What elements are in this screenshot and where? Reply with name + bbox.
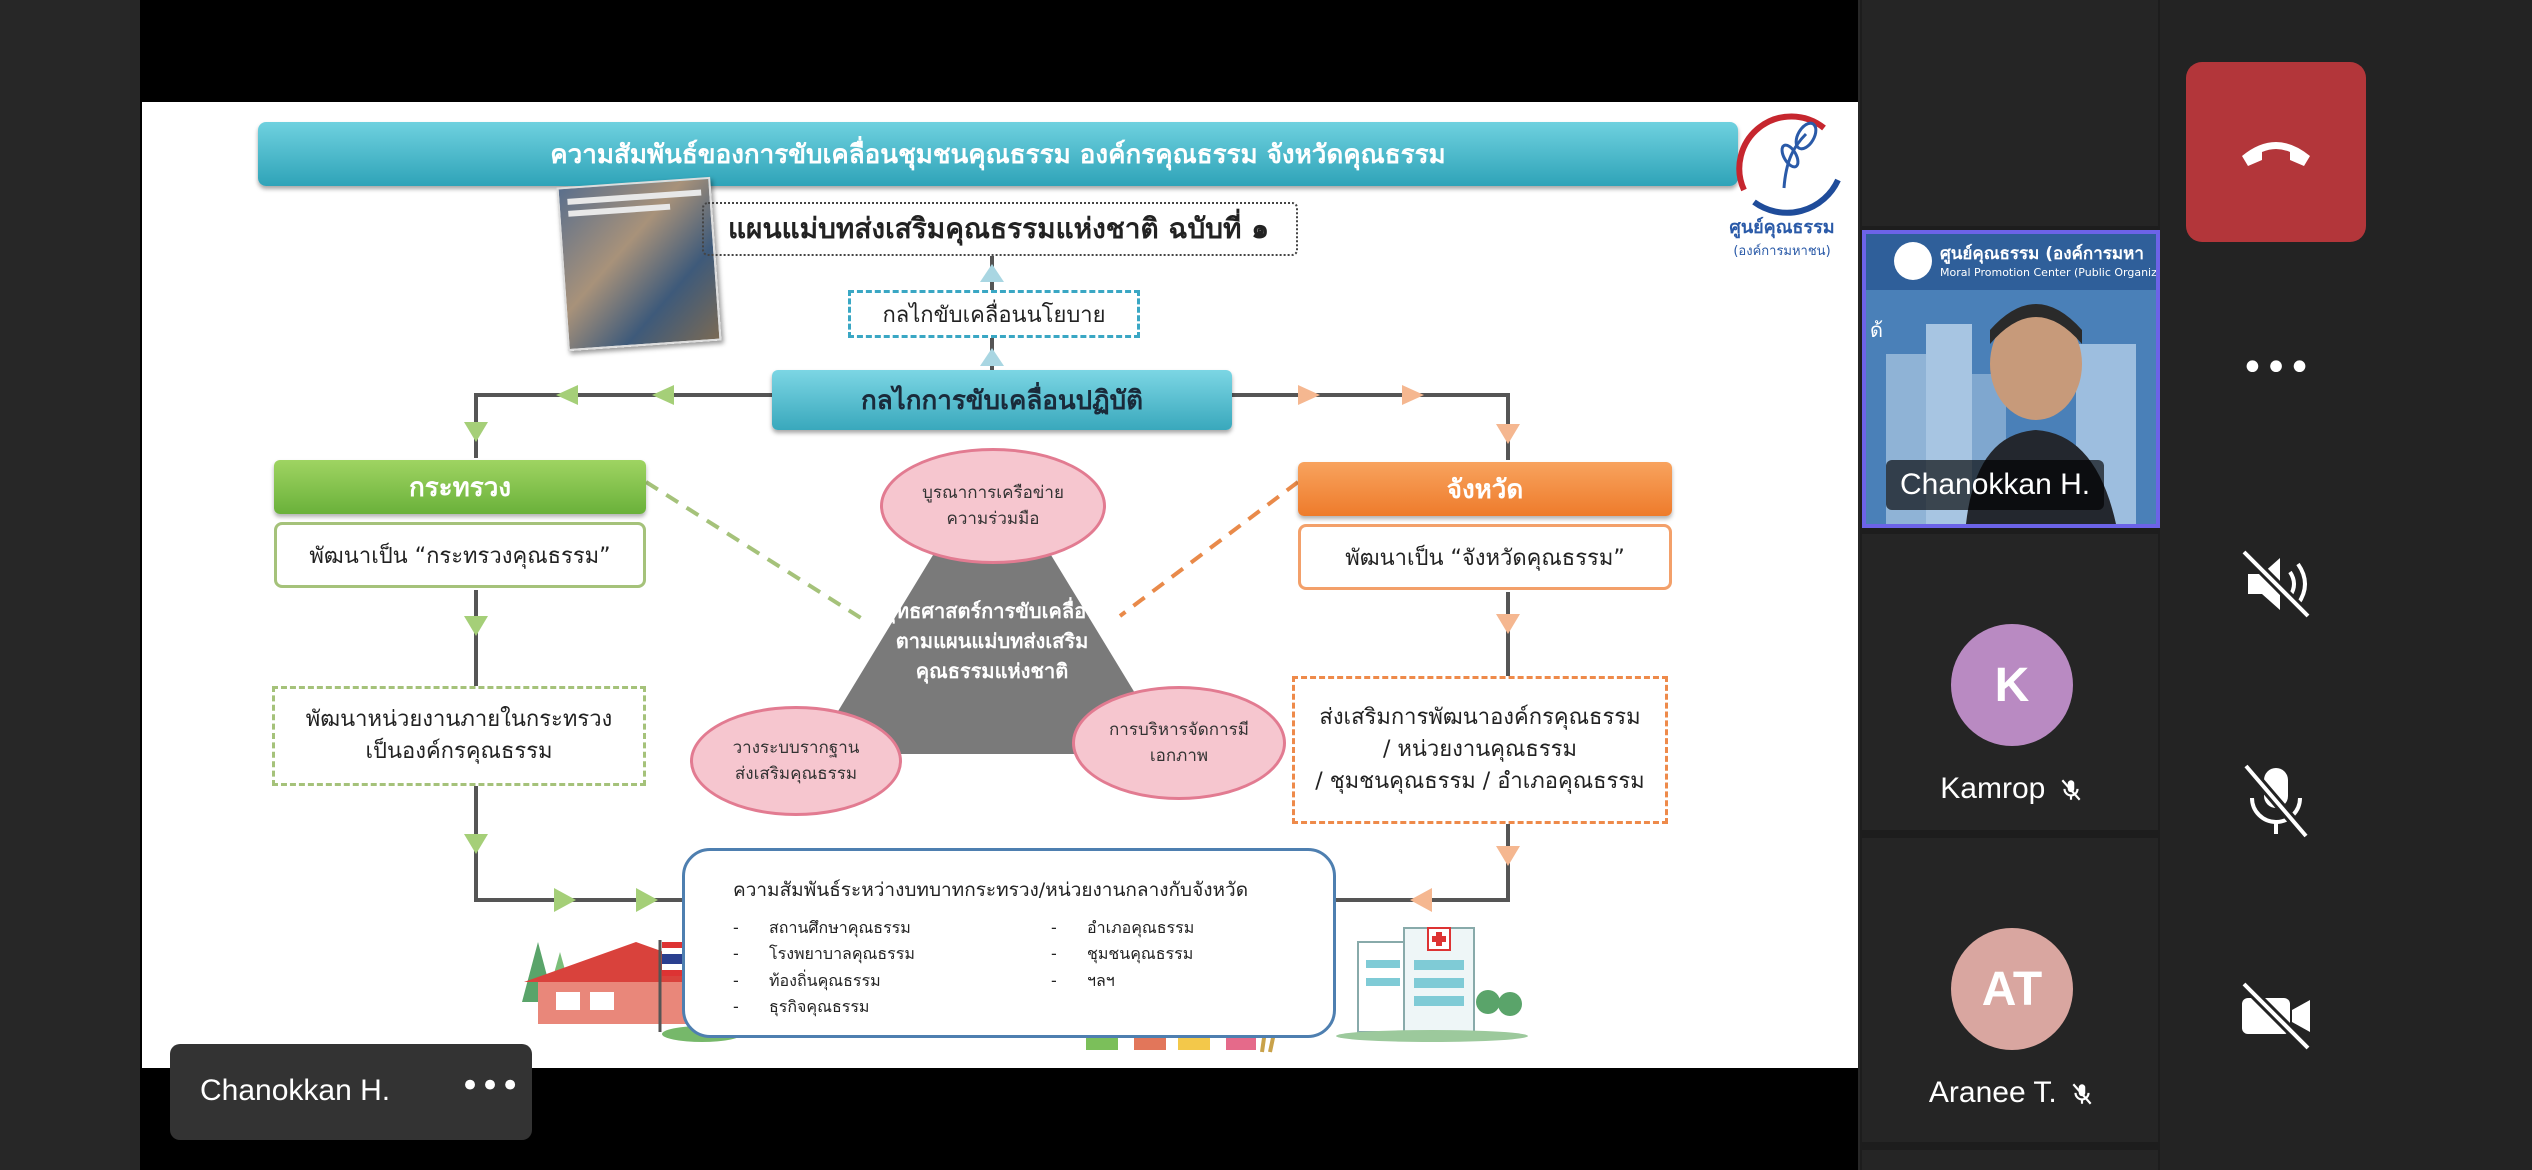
slide-banner-title: ความสัมพันธ์ของการขับเคลื่อนชุมชนคุณธรรม… bbox=[258, 122, 1738, 186]
participant-name: Kamrop bbox=[1940, 772, 2046, 805]
master-plan-box: แผนแม่บทส่งเสริมคุณธรรมแห่งชาติ ฉบับที่ … bbox=[702, 202, 1298, 256]
strategy-line3: คุณธรรมแห่งชาติ bbox=[915, 659, 1069, 683]
network-integration-ellipse: บูรณาการเครือข่ายความร่วมมือ bbox=[880, 448, 1106, 564]
strategy-line2: ตามแผนแม่บทส่งเสริม bbox=[895, 629, 1089, 653]
participant-name-label: Chanokkan H. bbox=[1886, 460, 2105, 510]
master-plan-book-cover bbox=[556, 176, 722, 352]
relationship-title: ความสัมพันธ์ระหว่างบทบาทกระทรวง/หน่วยงาน… bbox=[733, 879, 1249, 901]
ministry-units-box: พัฒนาหน่วยงานภายในกระทรวงเป็นองค์กรคุณธร… bbox=[272, 686, 646, 786]
unified-management-ellipse: การบริหารจัดการมีเอกภาพ bbox=[1072, 686, 1286, 800]
mic-muted-icon bbox=[2072, 1083, 2092, 1105]
video-off-icon bbox=[2240, 980, 2312, 1052]
logo-subtitle: (องค์การมหาชน) bbox=[1733, 244, 1831, 259]
ministry-header: กระทรวง bbox=[274, 460, 646, 514]
participant-tile-aranee[interactable]: AT Aranee T. bbox=[1862, 838, 2158, 1142]
province-promotion-box: ส่งเสริมการพัฒนาองค์กรคุณธรรม / หน่วยงานค… bbox=[1292, 676, 1668, 824]
network-line1: บูรณาการเครือข่าย bbox=[922, 482, 1064, 503]
microphone-button[interactable] bbox=[2226, 750, 2326, 850]
more-options-button[interactable]: ••• bbox=[2240, 345, 2312, 391]
province-develop-box: พัฒนาเป็น “จังหวัดคุณธรรม” bbox=[1298, 524, 1672, 590]
logo-name: ศูนย์คุณธรรม bbox=[1729, 217, 1835, 238]
mic-off-icon bbox=[2242, 762, 2310, 840]
ministry-units-line1: พัฒนาหน่วยงานภายในกระทรวง bbox=[305, 707, 613, 733]
relationship-item: ท้องถิ่นคุณธรรม bbox=[733, 968, 1051, 994]
participant-name: Aranee T. bbox=[1928, 1076, 2057, 1109]
management-line1: การบริหารจัดการมี bbox=[1109, 719, 1249, 740]
participant-tile-partial bbox=[1862, 1150, 2158, 1170]
more-options-icon[interactable]: ••• bbox=[460, 1066, 521, 1106]
participant-tile-empty bbox=[1862, 0, 2158, 226]
management-line2: เอกภาพ bbox=[1149, 746, 1209, 766]
presenter-name-chip[interactable]: Chanokkan H. ••• bbox=[170, 1044, 532, 1140]
presenter-name: Chanokkan H. bbox=[200, 1074, 391, 1107]
video-side-text: ด้ bbox=[1870, 318, 1883, 342]
end-call-button[interactable] bbox=[2186, 62, 2366, 242]
participant-name-row: Aranee T. bbox=[1862, 1076, 2162, 1110]
logo-icon bbox=[1894, 242, 1932, 280]
relationship-box: ความสัมพันธ์ระหว่างบทบาทกระทรวง/หน่วยงาน… bbox=[682, 848, 1336, 1038]
province-promo-line3: / ชุมชนคุณธรรม / อำเภอคุณธรรม bbox=[1315, 768, 1645, 794]
avatar: K bbox=[1951, 624, 2073, 746]
participant-name-row: Kamrop bbox=[1862, 772, 2162, 806]
practice-mechanism-box: กลไกการขับเคลื่อนปฏิบัติ bbox=[772, 370, 1232, 430]
moral-center-logo: ศูนย์คุณธรรม (องค์การมหาชน) bbox=[1714, 110, 1850, 270]
mic-muted-icon bbox=[2061, 779, 2081, 801]
speaker-mute-button[interactable] bbox=[2226, 534, 2326, 634]
relationship-item: โรงพยาบาลคุณธรรม bbox=[733, 941, 1051, 967]
policy-mechanism-box: กลไกขับเคลื่อนนโยบาย bbox=[848, 290, 1140, 338]
video-banner-title: ศูนย์คุณธรรม (องค์การมหา bbox=[1940, 244, 2144, 264]
video-banner: ศูนย์คุณธรรม (องค์การมหา Moral Promotion… bbox=[1866, 234, 2156, 290]
hospital-illustration bbox=[1336, 927, 1528, 1042]
network-line2: ความร่วมมือ bbox=[946, 509, 1040, 529]
strategy-line1: ยุทธศาสตร์การขับเคลื่อน bbox=[884, 599, 1100, 623]
relationship-item: สถานศึกษาคุณธรรม bbox=[733, 915, 1051, 941]
province-header: จังหวัด bbox=[1298, 462, 1672, 516]
video-banner-sub: Moral Promotion Center (Public Organiz bbox=[1940, 266, 2157, 279]
participant-video-chanokkan[interactable]: ศูนย์คุณธรรม (องค์การมหา Moral Promotion… bbox=[1862, 230, 2160, 528]
participant-panel: K Kamrop AT Aranee T. bbox=[1860, 0, 2160, 1170]
province-promo-line2: / หน่วยงานคุณธรรม bbox=[1382, 737, 1577, 763]
relationship-item: ชุมชนคุณธรรม bbox=[1051, 941, 1271, 967]
relationship-item: ฯลฯ bbox=[1051, 968, 1271, 994]
relationship-item: ธุรกิจคุณธรรม bbox=[733, 994, 1051, 1020]
ministry-develop-box: พัฒนาเป็น “กระทรวงคุณธรรม” bbox=[274, 522, 646, 588]
avatar: AT bbox=[1951, 928, 2073, 1050]
phone-hangup-icon bbox=[2242, 142, 2310, 166]
foundation-system-ellipse: วางระบบรากฐานส่งเสริมคุณธรรม bbox=[690, 706, 902, 816]
foundation-line2: ส่งเสริมคุณธรรม bbox=[734, 764, 858, 784]
foundation-line1: วางระบบรากฐาน bbox=[732, 737, 860, 758]
speaker-muted-icon bbox=[2240, 548, 2312, 620]
relationship-item: อำเภอคุณธรรม bbox=[1051, 915, 1271, 941]
presentation-slide: ความสัมพันธ์ของการขับเคลื่อนชุมชนคุณธรรม… bbox=[142, 102, 1858, 1068]
province-promo-line1: ส่งเสริมการพัฒนาองค์กรคุณธรรม bbox=[1319, 705, 1641, 731]
participant-tile-kamrop[interactable]: K Kamrop bbox=[1862, 534, 2158, 830]
camera-button[interactable] bbox=[2226, 966, 2326, 1066]
ministry-units-line2: เป็นองค์กรคุณธรรม bbox=[365, 739, 553, 764]
strategy-text: ยุทธศาสตร์การขับเคลื่อน ตามแผนแม่บทส่งเส… bbox=[832, 596, 1152, 686]
